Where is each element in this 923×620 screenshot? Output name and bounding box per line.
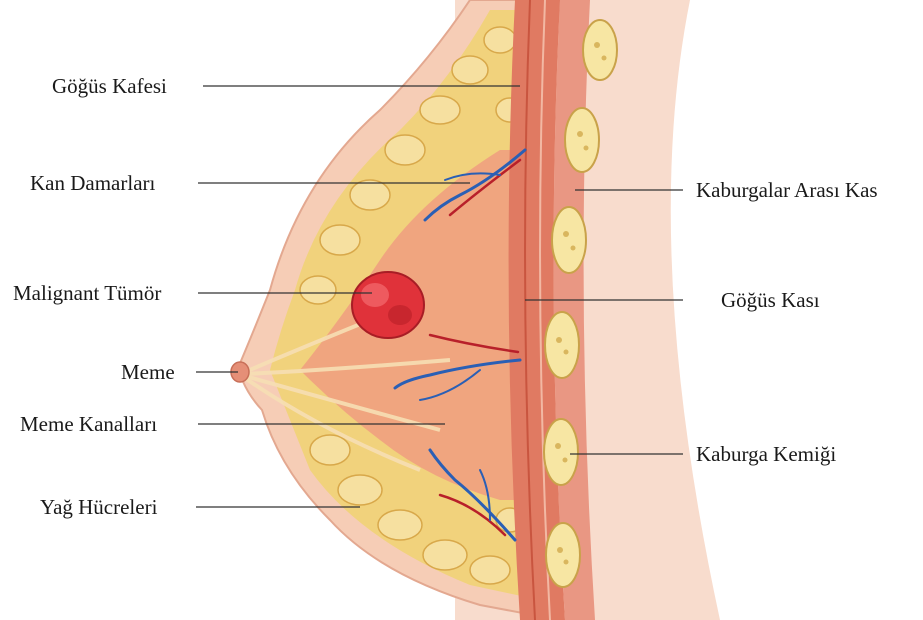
label-rib-bone: Kaburga Kemiği (696, 442, 836, 466)
label-fat-cells: Yağ Hücreleri (40, 495, 157, 519)
label-rib-cage: Göğüs Kafesi (52, 74, 167, 98)
label-milk-ducts: Meme Kanalları (20, 412, 157, 436)
label-blood-vessels: Kan Damarları (30, 171, 155, 195)
label-nipple: Meme (121, 360, 175, 384)
label-intercostal-muscle: Kaburgalar Arası Kas (696, 178, 878, 202)
label-malignant-tumor: Malignant Tümör (13, 281, 161, 305)
malignant-tumor (352, 272, 424, 338)
label-chest-muscle: Göğüs Kası (721, 288, 820, 312)
